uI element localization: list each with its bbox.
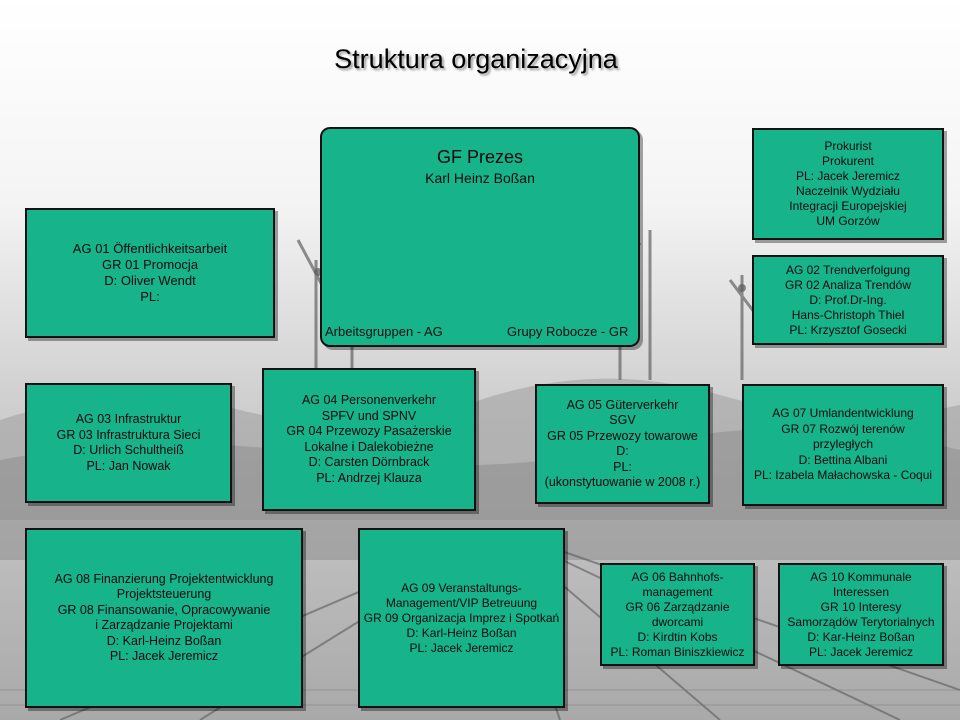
label-grupy-robocze: Grupy Robocze - GR bbox=[507, 324, 629, 339]
ag06-line: PL: Roman Biniszkiewicz bbox=[610, 644, 745, 659]
ag10-line: GR 10 Interesy bbox=[820, 599, 902, 614]
ag04-line: PL: Andrzej Klauza bbox=[316, 470, 422, 485]
ag07-line: PL: Izabela Małachowska - Coqui bbox=[753, 468, 933, 483]
prokurist-line: Prokurist bbox=[824, 139, 872, 153]
prokurist-line: PL: Jacek Jeremicz bbox=[795, 169, 901, 183]
ag10-line: D: Kar-Heinz Boßan bbox=[807, 629, 915, 644]
ag07-line: D: Bettina Albani bbox=[798, 452, 888, 467]
ag08-line: GR 08 Finansowanie, Opracowywanie bbox=[57, 602, 271, 617]
ag08-line: D: Karl-Heinz Boßan bbox=[106, 633, 222, 648]
ag01-line: GR 01 Promocja bbox=[101, 257, 199, 272]
ag08-line: Projektsteuerung bbox=[116, 587, 212, 601]
ag05-line: (ukonstytuowanie w 2008 r.) bbox=[544, 475, 701, 489]
gf-prezes-box: GF Prezes Karl Heinz Boßan bbox=[320, 127, 640, 347]
ag02-line: Hans-Christoph Thiel bbox=[791, 307, 905, 322]
ag09-line: AG 09 Veranstaltungs- bbox=[401, 580, 522, 595]
ag08-line: i Zarządzanie Projektami bbox=[95, 618, 233, 632]
ag02-line: AG 02 Trendverfolgung bbox=[785, 262, 911, 277]
gf-title: GF Prezes bbox=[436, 147, 524, 167]
ag06-line: GR 06 Zarządzanie bbox=[625, 599, 730, 614]
ag05-line: GR 05 Przewozy towarowe bbox=[547, 428, 698, 443]
ag01-line: D: Oliver Wendt bbox=[104, 273, 196, 288]
ag07-line: przyległych bbox=[812, 437, 874, 452]
prokurist-line: Integracji Europejskiej bbox=[789, 199, 907, 213]
ag09-box: AG 09 Veranstaltungs-Management/VIP Betr… bbox=[358, 528, 565, 708]
gf-name: Karl Heinz Boßan bbox=[425, 170, 535, 186]
ag01-line: AG 01 Öffentlichkeitsarbeit bbox=[72, 241, 228, 256]
ag04-line: AG 04 Personenverkehr bbox=[301, 393, 437, 407]
ag05-line: PL: bbox=[613, 459, 632, 474]
prokurist-line: Prokurent bbox=[821, 154, 875, 168]
ag05-line: SGV bbox=[609, 413, 636, 427]
ag03-line: GR 03 Infrastruktura Sieci bbox=[56, 427, 201, 442]
page-title: Struktura organizacyjna bbox=[334, 44, 618, 74]
ag03-line: AG 03 Infrastruktur bbox=[75, 412, 182, 426]
ag02-line: D: Prof.Dr-Ing. bbox=[809, 292, 887, 307]
ag04-line: D: Carsten Dörnbrack bbox=[308, 455, 430, 469]
ag07-line: AG 07 Umlandentwicklung bbox=[772, 406, 914, 421]
ag04-line: SPFV und SPNV bbox=[321, 408, 417, 423]
ag04-line: GR 04 Przewozy Pasażerskie bbox=[286, 424, 452, 438]
ag10-line: PL: Jacek Jeremicz bbox=[808, 644, 914, 659]
ag08-line: PL: Jacek Jeremicz bbox=[109, 649, 219, 663]
ag09-line: Management/VIP Betreuung bbox=[385, 595, 538, 610]
ag08-line: AG 08 Finanzierung Projektentwicklung bbox=[54, 571, 274, 586]
ag06-line: dworcami bbox=[651, 614, 704, 629]
prokurist-line: UM Gorzów bbox=[816, 214, 880, 228]
ag07-line: GR 07 Rozwój terenów bbox=[781, 421, 905, 436]
ag01-line: PL: bbox=[140, 289, 160, 304]
ag06-line: management bbox=[642, 584, 713, 599]
ag02-line: GR 02 Analiza Trendów bbox=[784, 277, 912, 292]
prokurist-line: Naczelnik Wydziału bbox=[796, 184, 900, 198]
ag05-line: AG 05 Güterverkehr bbox=[566, 397, 679, 412]
ag09-line: D: Karl-Heinz Boßan bbox=[406, 625, 517, 640]
ag06-line: AG 06 Bahnhofs- bbox=[631, 569, 724, 584]
ag06-line: D: Kirdtin Kobs bbox=[637, 629, 718, 644]
label-arbeitsgruppen: Arbeitsgruppen - AG bbox=[325, 324, 443, 339]
ag05-line: D: bbox=[616, 444, 629, 458]
ag02-line: PL: Krzysztof Gosecki bbox=[789, 322, 907, 337]
ag10-line: AG 10 Kommunale bbox=[810, 569, 912, 584]
ag09-line: GR 09 Organizacja Imprez i Spotkań bbox=[363, 610, 560, 625]
ag04-line: Lokalne i Dalekobieżne bbox=[304, 439, 434, 454]
ag09-line: PL: Jacek Jeremicz bbox=[409, 640, 514, 655]
ag10-line: Interessen bbox=[832, 584, 890, 599]
ag03-line: PL: Jan Nowak bbox=[86, 458, 171, 473]
ag10-line: Samorządów Terytorialnych bbox=[787, 614, 935, 629]
ag03-line: D: Urlich Schultheiß bbox=[73, 443, 184, 457]
